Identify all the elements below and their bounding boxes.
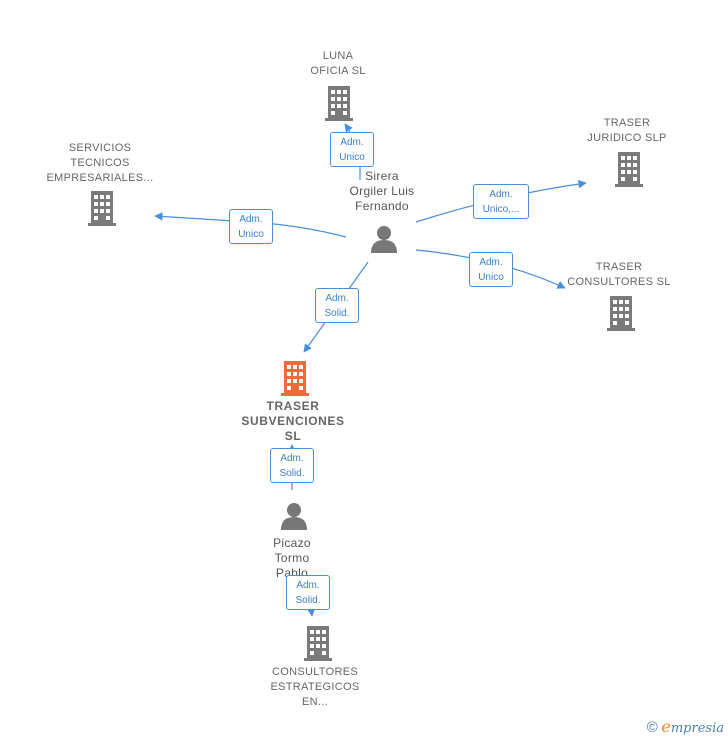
edge-label-to-servicios[interactable]: Adm. Unico <box>229 209 273 244</box>
luna-label-line2: OFICIA SL <box>310 65 366 77</box>
copyright-symbol: © <box>646 719 658 736</box>
brand-name-rest: mpresia <box>670 721 724 736</box>
brand-e-letter: e <box>661 717 671 736</box>
edge-label-to-traser-juridico[interactable]: Adm. Unico,... <box>473 184 529 219</box>
traser-subvenciones-label-line1: TRASER <box>266 399 320 413</box>
edge-label-to-traser-consultores[interactable]: Adm. Unico <box>469 252 513 287</box>
picazo-person-icon <box>281 503 307 530</box>
edge-label-picazo-to-consultores-line1: Adm. <box>296 580 320 591</box>
traser-juridico-label-line1: TRASER <box>603 117 651 129</box>
traser-subvenciones-building-icon <box>281 361 309 396</box>
consultores-estrategicos-label[interactable]: CONSULTORES ESTRATEGICOS EN... <box>258 665 372 710</box>
servicios-label-line2: TECNICOS <box>70 157 130 169</box>
consultores-estrategicos-label-line1: CONSULTORES <box>271 666 359 678</box>
consultores-estrategicos-building-icon <box>304 626 332 661</box>
edge-label-to-servicios-line1: Adm. <box>239 214 263 225</box>
edge-label-sirera-to-subvenciones-line1: Adm. <box>325 293 349 304</box>
servicios-building-icon <box>88 191 116 226</box>
edge-label-to-luna-line2: Unico <box>339 152 365 163</box>
edge-label-to-traser-juridico-line2: Unico,... <box>482 204 520 215</box>
traser-juridico-building-icon <box>615 152 643 187</box>
edge-label-to-luna[interactable]: Adm. Unico <box>330 132 374 167</box>
luna-label-line1: LUNA <box>322 50 354 62</box>
traser-consultores-label[interactable]: TRASER CONSULTORES SL <box>560 260 678 290</box>
edge-label-to-servicios-line2: Unico <box>238 229 264 240</box>
edge-label-to-traser-consultores-line1: Adm. <box>479 257 503 268</box>
luna-building-icon <box>325 86 353 121</box>
edge-label-to-traser-juridico-line1: Adm. <box>489 189 513 200</box>
sirera-person-icon <box>371 226 397 253</box>
traser-subvenciones-label-line2: SUBVENCIONES <box>241 414 345 428</box>
sirera-label-line1: Sirera <box>365 169 399 183</box>
servicios-label-line1: SERVICIOS <box>68 142 132 154</box>
traser-consultores-label-line2: CONSULTORES SL <box>567 276 671 288</box>
servicios-label[interactable]: SERVICIOS TECNICOS EMPRESARIALES... <box>36 141 164 186</box>
traser-consultores-building-icon <box>607 296 635 331</box>
edge-label-to-traser-consultores-line2: Unico <box>478 272 504 283</box>
traser-juridico-label[interactable]: TRASER JURIDICO SLP <box>572 116 682 146</box>
traser-juridico-label-line2: JURIDICO SLP <box>587 132 667 144</box>
servicios-label-line3: EMPRESARIALES... <box>46 172 154 184</box>
edge-label-sirera-to-subvenciones[interactable]: Adm. Solid. <box>315 288 359 323</box>
picazo-label-line2: Tormo <box>274 551 310 565</box>
traser-subvenciones-label[interactable]: TRASER SUBVENCIONES SL <box>230 399 356 444</box>
sirera-label-line3: Fernando <box>355 199 409 213</box>
traser-subvenciones-label-line3: SL <box>284 429 302 443</box>
edge-label-picazo-to-consultores[interactable]: Adm. Solid. <box>286 575 330 610</box>
edge-label-picazo-to-subvenciones-line1: Adm. <box>280 453 304 464</box>
empresia-brand[interactable]: © empresia <box>647 717 724 736</box>
edge-label-to-luna-line1: Adm. <box>340 137 364 148</box>
edge-label-sirera-to-subvenciones-line2: Solid. <box>324 308 350 319</box>
sirera-label[interactable]: Sirera Orgiler Luis Fernando <box>338 169 426 214</box>
consultores-estrategicos-label-line2: ESTRATEGICOS <box>270 681 360 693</box>
sirera-label-line2: Orgiler Luis <box>349 184 415 198</box>
consultores-estrategicos-label-line3: EN... <box>302 696 328 708</box>
edge-label-picazo-to-consultores-line2: Solid. <box>295 595 321 606</box>
picazo-label-line1: Picazo <box>273 536 311 550</box>
edge-label-picazo-to-subvenciones-line2: Solid. <box>279 468 305 479</box>
traser-consultores-label-line1: TRASER <box>595 261 643 273</box>
luna-label[interactable]: LUNA OFICIA SL <box>290 49 386 79</box>
edge-label-picazo-to-subvenciones[interactable]: Adm. Solid. <box>270 448 314 483</box>
